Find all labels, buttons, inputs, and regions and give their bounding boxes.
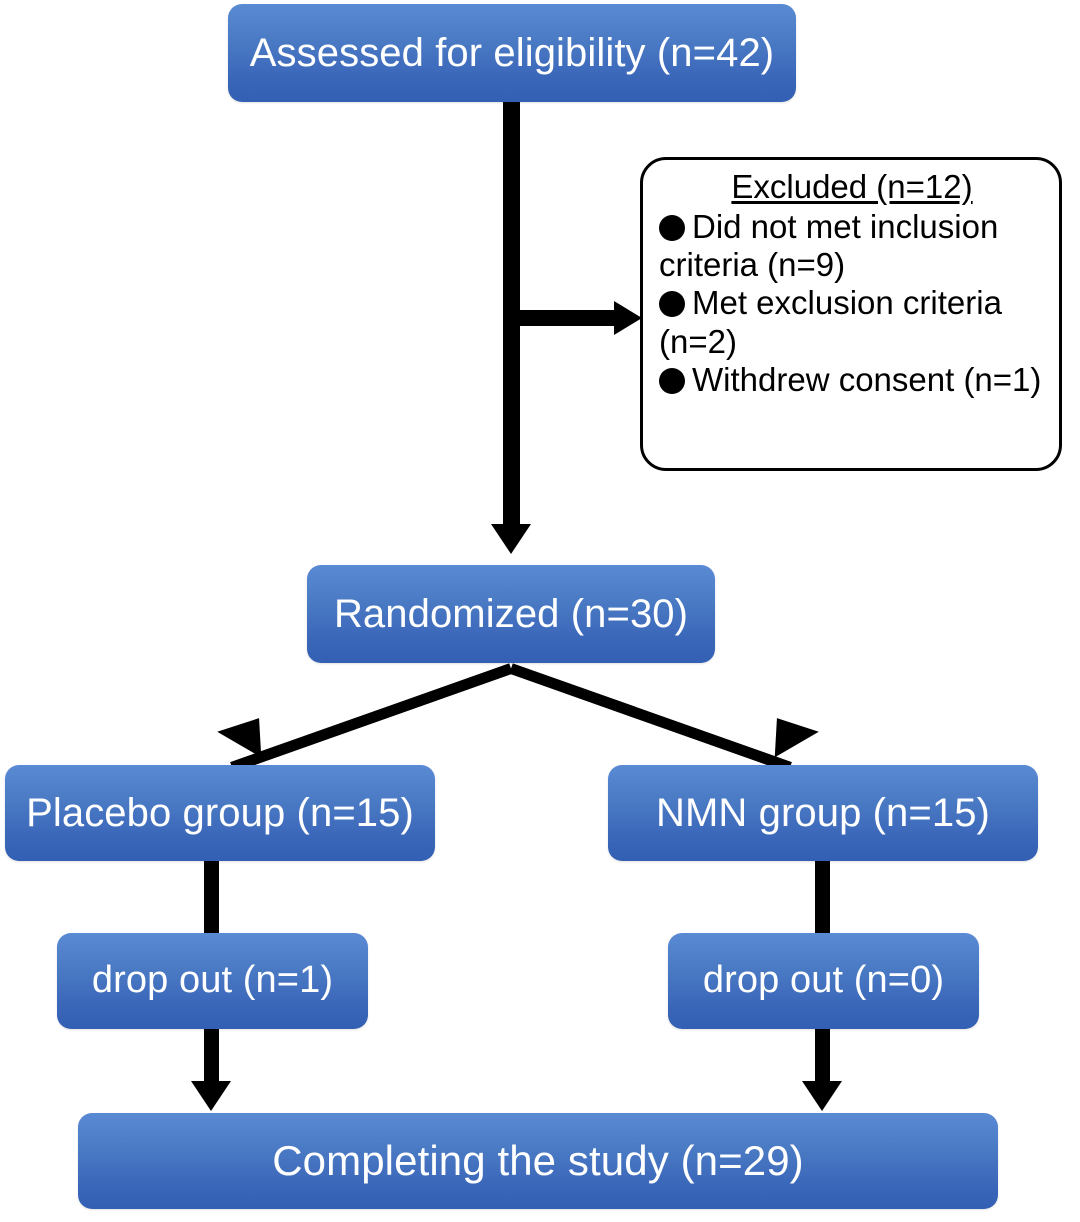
connector-placebo-dropout-to-completed-arrowhead xyxy=(191,1081,231,1111)
node-nmn-dropout: drop out (n=0) xyxy=(668,933,979,1029)
list-item: Did not met inclusion criteria (n=9) xyxy=(659,208,1045,285)
node-placebo-label: Placebo group (n=15) xyxy=(26,791,414,835)
node-placebo-group: Placebo group (n=15) xyxy=(5,765,435,861)
connector-randomized-to-nmn-line xyxy=(509,663,792,773)
node-completing-the-study: Completing the study (n=29) xyxy=(78,1113,998,1209)
bullet-dot-icon xyxy=(659,291,685,318)
connector-placebo-to-dropout-line xyxy=(204,861,219,936)
node-randomized: Randomized (n=30) xyxy=(307,565,715,663)
connector-placebo-dropout-to-completed-line xyxy=(204,1029,219,1088)
node-assessed-label: Assessed for eligibility (n=42) xyxy=(249,31,775,75)
connector-nmn-dropout-to-completed-arrowhead xyxy=(802,1081,842,1111)
callout-reason-text: Did not met inclusion criteria (n=9) xyxy=(659,207,999,284)
bullet-dot-icon xyxy=(659,214,685,241)
list-item: Withdrew consent (n=1) xyxy=(659,361,1045,399)
node-completed-label: Completing the study (n=29) xyxy=(272,1136,804,1184)
connector-randomized-to-placebo-line xyxy=(230,663,513,773)
node-placebo-dropout: drop out (n=1) xyxy=(57,933,368,1029)
node-nmn-dropout-label: drop out (n=0) xyxy=(702,959,945,1002)
connector-excluded-line xyxy=(510,310,618,326)
node-assessed-for-eligibility: Assessed for eligibility (n=42) xyxy=(228,4,796,102)
connector-nmn-dropout-to-completed-line xyxy=(815,1029,830,1088)
connector-assessed-to-randomized-arrowhead xyxy=(491,524,531,554)
bullet-dot-icon xyxy=(659,368,685,394)
node-randomized-label: Randomized (n=30) xyxy=(333,592,689,636)
connector-nmn-to-dropout-line xyxy=(815,861,830,936)
node-nmn-group: NMN group (n=15) xyxy=(608,765,1038,861)
list-item: Met exclusion criteria (n=2) xyxy=(659,284,1045,361)
node-nmn-label: NMN group (n=15) xyxy=(656,791,990,835)
callout-excluded-reason-list: Did not met inclusion criteria (n=9) Met… xyxy=(659,208,1045,399)
connector-excluded-arrowhead xyxy=(614,301,642,335)
callout-reason-text: Met exclusion criteria (n=2) xyxy=(659,284,1002,360)
callout-excluded: Excluded (n=12) Did not met inclusion cr… xyxy=(640,157,1062,471)
callout-reason-text: Withdrew consent (n=1) xyxy=(692,361,1042,398)
node-placebo-dropout-label: drop out (n=1) xyxy=(91,959,334,1002)
callout-excluded-title: Excluded (n=12) xyxy=(731,168,973,205)
